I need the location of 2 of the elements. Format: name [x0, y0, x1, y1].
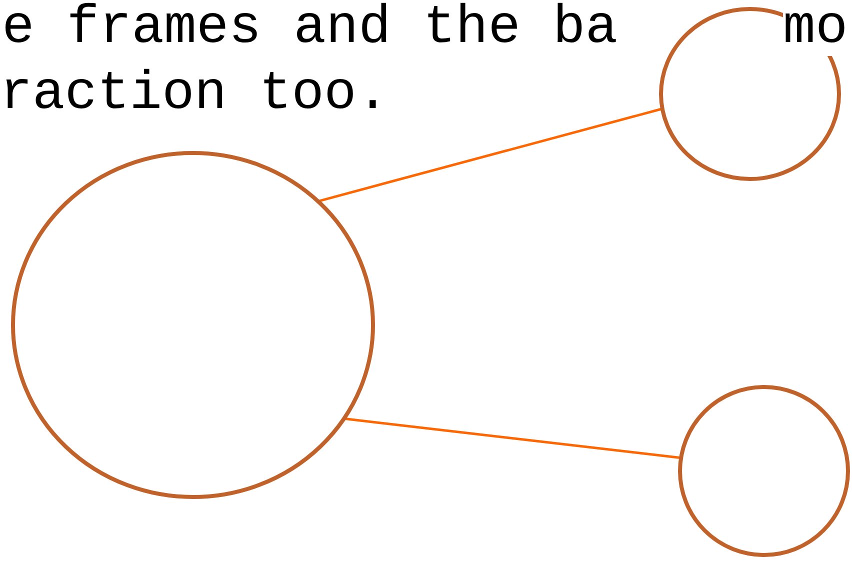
connector-line: [344, 417, 682, 460]
connector-line: [318, 108, 663, 202]
